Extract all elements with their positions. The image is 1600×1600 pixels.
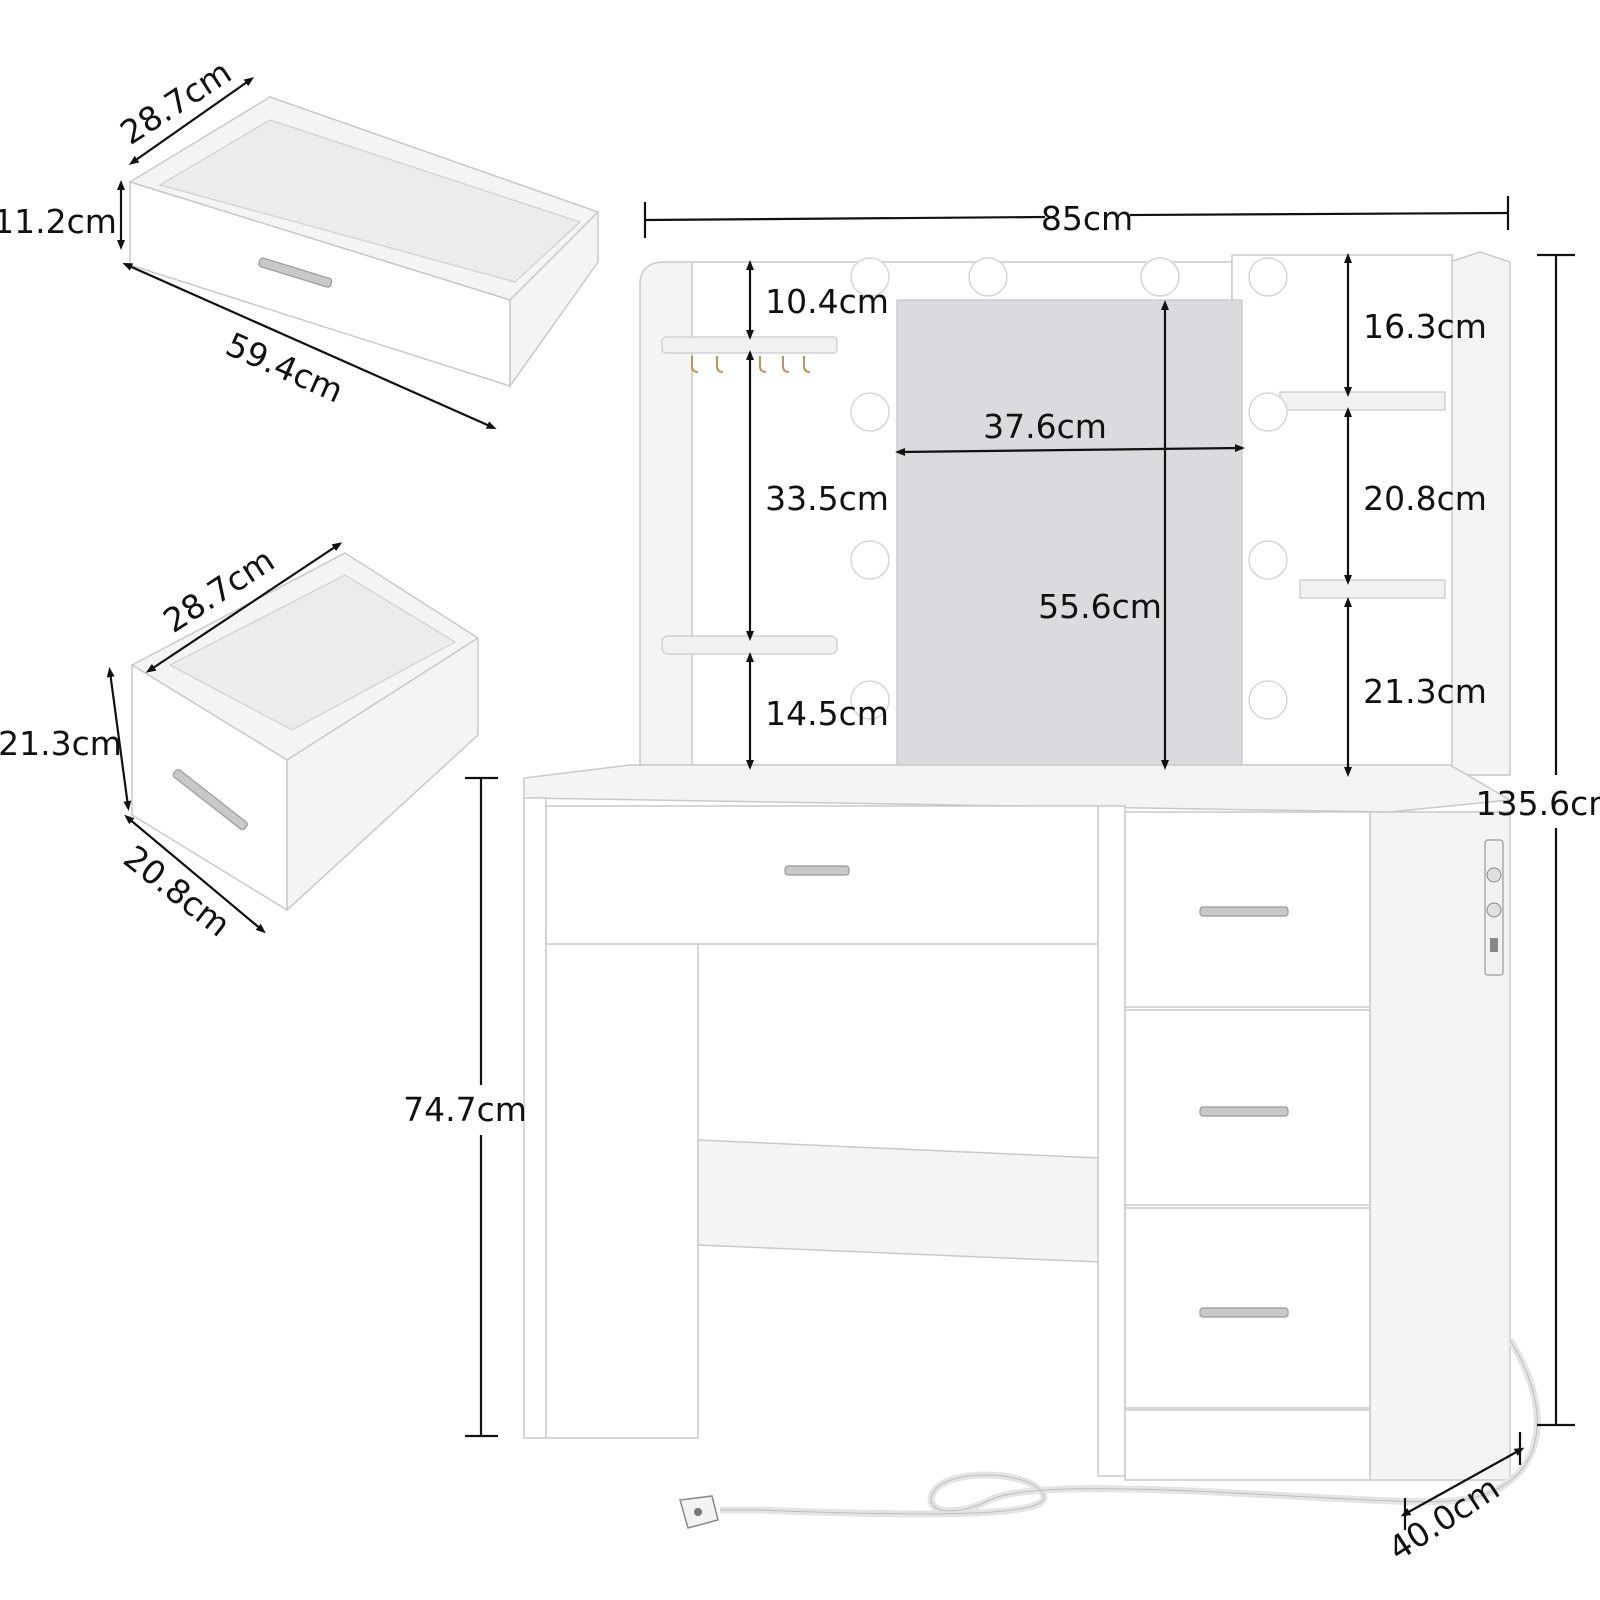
drawer-handle-icon <box>1199 1106 1289 1117</box>
big-drawer-width-label: 59.4cm <box>220 325 349 411</box>
right-top-label: 16.3cm <box>1363 307 1487 346</box>
big-drawer-illustration <box>128 96 600 389</box>
big-drawer-height-label: 11.2cm <box>0 202 117 241</box>
light-bulb-icon <box>1248 257 1288 297</box>
vanity-hutch <box>639 251 1511 776</box>
right-middle-label: 20.8cm <box>1363 479 1487 518</box>
mirror <box>896 299 1243 766</box>
light-bulb-icon <box>850 392 890 432</box>
light-bulb-icon <box>1248 392 1288 432</box>
small-drawer-height-label: 21.3cm <box>0 724 122 763</box>
left-bottom-label: 14.5cm <box>765 694 889 733</box>
desk-height-label: 74.7cm <box>403 1090 527 1129</box>
right-bottom-label: 21.3cm <box>1363 672 1487 711</box>
depth-label: 40.0cm <box>1381 1468 1506 1568</box>
light-bulb-icon <box>850 680 890 720</box>
drawer-handle-icon <box>1199 906 1289 917</box>
drawer-handle-icon <box>784 865 850 876</box>
drawer-handle-icon <box>1199 1307 1289 1318</box>
light-bulb-icon <box>1140 257 1180 297</box>
mirror-width-label: 37.6cm <box>983 407 1107 446</box>
light-bulb-icon <box>968 257 1008 297</box>
light-bulb-icon <box>1248 540 1288 580</box>
light-bulb-icon <box>850 257 890 297</box>
left-top-label: 10.4cm <box>765 282 889 321</box>
dimension-lines <box>106 77 1575 1530</box>
plug-icon <box>679 1495 719 1529</box>
left-middle-label: 33.5cm <box>765 479 889 518</box>
total-width-label: 85cm <box>1041 199 1133 238</box>
light-bulb-icon <box>850 540 890 580</box>
power-outlet-icon <box>1484 839 1504 976</box>
vanity-desk <box>523 764 1541 1529</box>
mirror-height-label: 55.6cm <box>1038 587 1162 626</box>
total-height-label: 135.6cm <box>1476 784 1600 823</box>
light-bulb-icon <box>1248 680 1288 720</box>
